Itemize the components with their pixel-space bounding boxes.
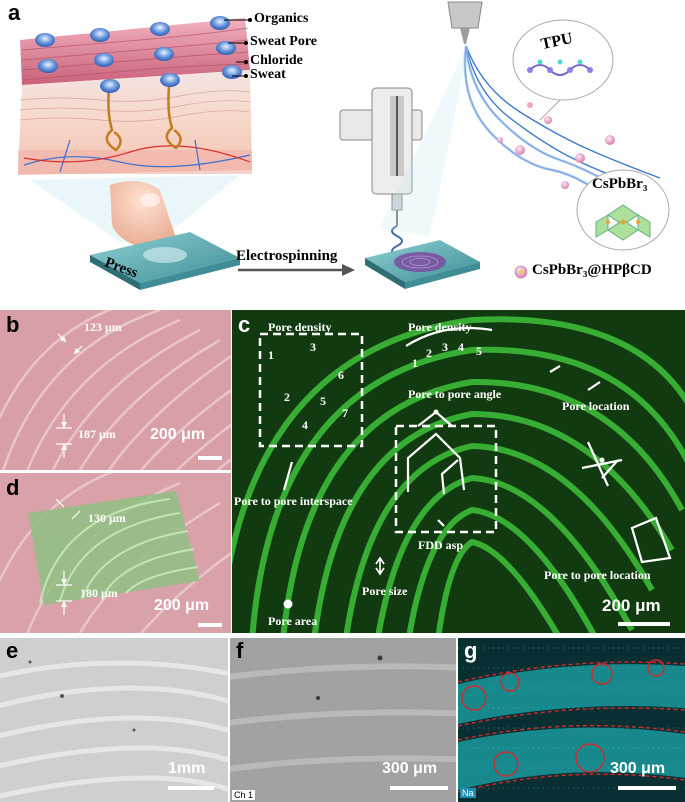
panel-b-fingerprint xyxy=(0,310,231,470)
panel-e-letter: e xyxy=(6,638,19,663)
c-label-pore-location: Pore location xyxy=(562,399,630,413)
panel-g: g 300 μm Na xyxy=(458,638,685,802)
label-sweat-pore: Sweat Pore xyxy=(250,34,317,49)
panel-g-edx xyxy=(458,638,685,802)
c-box-number-3: 3 xyxy=(310,340,316,354)
panel-c: c Pore density Pore density Pore to pore… xyxy=(232,310,685,633)
c-box-number-6: 6 xyxy=(338,368,344,382)
c-label-pore-size: Pore size xyxy=(362,584,408,598)
panel-c-scale-label: 200 μm xyxy=(602,596,661,615)
panel-c-letter: c xyxy=(238,312,251,337)
c-ridge-number-4: 4 xyxy=(458,340,464,354)
c-label-pore-to-pore-location: Pore to pore location xyxy=(544,568,651,582)
label-chloride: Chloride xyxy=(250,53,303,68)
c-label-pore-density-left: Pore density xyxy=(268,320,332,334)
skin-cross-section xyxy=(18,70,252,175)
panel-c-fluorescent-print xyxy=(232,310,685,633)
panel-b-scale-label: 200 μm xyxy=(150,426,206,443)
c-box-number-7: 7 xyxy=(342,406,348,420)
panel-f-sem xyxy=(230,638,456,802)
label-crystal: CsPbBr₃ xyxy=(592,176,648,192)
c-ridge-number-1: 1 xyxy=(412,356,418,370)
panel-f-channel-label: Ch 1 xyxy=(232,790,256,800)
panel-d-fingerprint xyxy=(0,473,231,633)
panel-e-scale-label: 1mm xyxy=(168,760,206,777)
panel-b-letter: b xyxy=(6,312,20,337)
panel-b: b 123 μm 187 μm 200 μm xyxy=(0,310,231,470)
panel-g-scale-label: 300 μm xyxy=(610,760,666,777)
panel-b-measure-top: 123 μm xyxy=(84,320,122,334)
panel-e-scale-bar xyxy=(168,786,214,790)
panel-g-letter: g xyxy=(464,638,478,663)
c-ridge-number-2: 2 xyxy=(426,346,432,360)
electrospinning-gun xyxy=(339,87,423,226)
panel-d-letter: d xyxy=(6,475,20,500)
label-sweat: Sweat xyxy=(250,67,286,82)
panel-a: a Organics Sweat Pore Chloride Sweat Pre… xyxy=(0,0,685,305)
panel-d-scale-bar xyxy=(198,623,222,627)
panel-c-scale-bar xyxy=(618,622,670,626)
panel-d-measure-bottom: 180 μm xyxy=(80,586,118,600)
panel-a-letter: a xyxy=(8,0,21,25)
panel-d: d 130 μm 180 μm 200 μm xyxy=(0,473,231,633)
panel-g-element-label: Na xyxy=(460,788,476,798)
panel-e-sem xyxy=(0,638,228,802)
panel-d-measure-top: 130 μm xyxy=(88,511,126,525)
c-label-pore-density-right: Pore density xyxy=(408,320,472,334)
panel-f-scale-label: 300 μm xyxy=(382,760,438,777)
c-box-number-1: 1 xyxy=(268,348,274,362)
c-ridge-number-5: 5 xyxy=(476,344,482,358)
c-box-number-5: 5 xyxy=(320,394,326,408)
c-label-pore-area: Pore area xyxy=(268,614,318,628)
pore-area-dot xyxy=(283,599,293,609)
panel-a-illustration xyxy=(18,1,670,290)
panel-g-scale-bar xyxy=(618,786,676,790)
label-legend-bead: CsPbBr₃@HPβCD xyxy=(532,262,652,278)
panel-f-scale-bar xyxy=(390,786,448,790)
panel-f: f 300 μm Ch 1 xyxy=(230,638,456,802)
c-label-pore-to-pore-angle: Pore to pore angle xyxy=(408,387,502,401)
c-label-fdd-asp: FDD asp xyxy=(418,538,464,552)
panel-d-scale-label: 200 μm xyxy=(154,597,210,614)
tpu-bubble xyxy=(512,19,614,101)
c-box-number-4: 4 xyxy=(302,418,308,432)
label-electrospinning: Electrospinning xyxy=(236,248,338,264)
c-box-number-2: 2 xyxy=(284,390,290,404)
panel-f-letter: f xyxy=(236,638,244,663)
panel-b-scale-bar xyxy=(198,456,222,460)
label-organics: Organics xyxy=(254,11,309,26)
panel-e: e 1mm xyxy=(0,638,228,802)
panel-b-measure-bottom: 187 μm xyxy=(78,427,116,441)
c-ridge-number-3: 3 xyxy=(442,340,448,354)
c-label-pore-to-pore-interspace: Pore to pore interspace xyxy=(234,494,353,508)
